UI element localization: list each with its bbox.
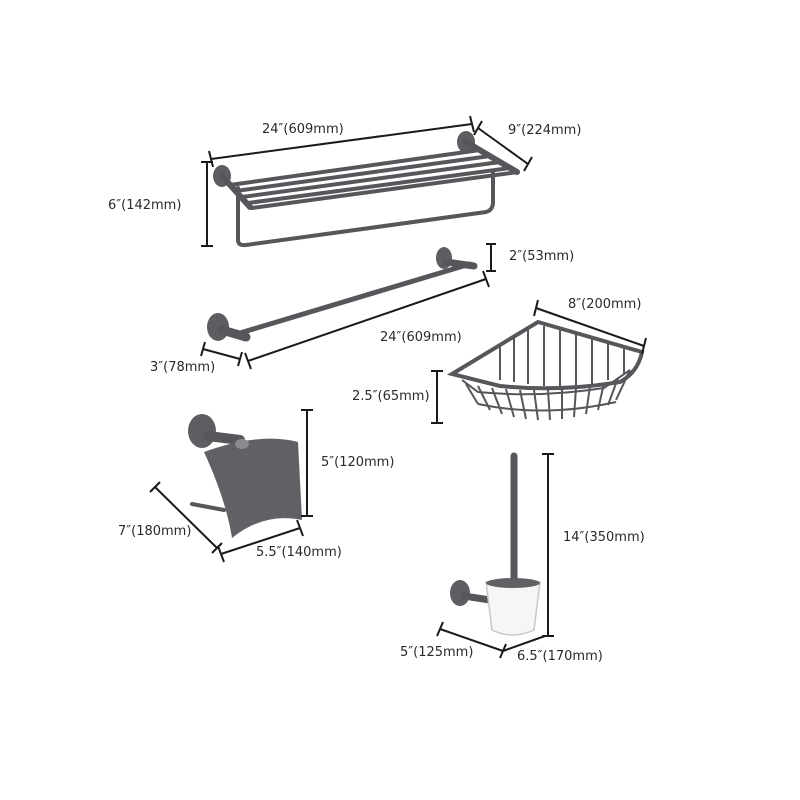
- toilet-brush-cup-ring: [486, 578, 540, 588]
- dimension-tick: [237, 351, 243, 367]
- toilet-brush-cup: [485, 581, 541, 636]
- dimension-line: [502, 635, 546, 652]
- towel-bar-height-label: 2″(53mm): [509, 249, 574, 264]
- paper-holder-cover-logo: [235, 439, 249, 449]
- toilet-brush-arm: [460, 592, 494, 604]
- towel-rack-rail: [228, 148, 482, 187]
- towel-rack-dimensions: [201, 115, 533, 247]
- dimension-tick: [149, 481, 161, 493]
- dimension-line: [247, 278, 487, 362]
- dimension-line: [154, 486, 218, 549]
- corner-basket-mid-rim: [461, 369, 631, 396]
- dimension-tick: [211, 542, 223, 554]
- towel-bar-left-arm: [217, 325, 251, 342]
- dimension-tick: [208, 150, 214, 168]
- dimension-tick: [641, 337, 647, 355]
- dimension-line: [220, 527, 301, 555]
- towel-bar-rod: [237, 261, 473, 336]
- dimension-tick: [296, 519, 304, 537]
- toilet-brush-width-label: 6.5″(170mm): [517, 649, 603, 664]
- dimension-line: [477, 127, 529, 165]
- toilet-brush-dimensions: [436, 453, 554, 659]
- towel-bar-product: [207, 247, 478, 342]
- corner-basket-width-label: 8″(200mm): [568, 297, 641, 312]
- dimension-tick: [482, 270, 490, 288]
- dimension-tick: [244, 352, 252, 370]
- corner-basket-bottom: [477, 401, 617, 412]
- dimension-tick: [473, 120, 483, 136]
- dimension-tick: [533, 299, 539, 317]
- paper-holder-height-label: 5″(120mm): [321, 455, 394, 470]
- towel-rack-depth-label: 9″(224mm): [508, 123, 581, 138]
- dimension-line: [202, 348, 241, 360]
- towel-bar-width-label: 24″(609mm): [380, 330, 462, 345]
- dimension-line: [439, 628, 504, 652]
- corner-basket-rim: [446, 319, 645, 391]
- paper-holder-width-label: 5.5″(140mm): [256, 545, 342, 560]
- paper-holder-depth-label: 7″(180mm): [118, 524, 191, 539]
- dimension-line: [535, 307, 645, 347]
- paper-holder-arm: [203, 431, 245, 445]
- corner-basket-product: [446, 319, 645, 421]
- towel-bar-dimensions: [200, 243, 496, 370]
- dimension-tick: [217, 545, 225, 563]
- towel-rack-width-label: 24″(609mm): [262, 122, 344, 137]
- dimension-tick: [469, 115, 475, 133]
- dimension-line: [210, 123, 473, 160]
- paper-holder-bar: [190, 502, 226, 512]
- corner-basket-wires: [465, 326, 631, 421]
- paper-holder-cover: [204, 438, 302, 538]
- toilet-brush-product: [450, 452, 541, 636]
- dimension-tick: [200, 341, 206, 357]
- towel-rack-lower-bar: [236, 170, 495, 248]
- paper-holder-mount: [188, 414, 216, 448]
- towel-rack-product: [213, 131, 520, 248]
- dimension-tick: [523, 156, 533, 172]
- paper-holder-dimensions: [149, 409, 313, 563]
- toilet-brush-depth-label: 5″(125mm): [400, 645, 473, 660]
- towel-rack-rail: [234, 154, 492, 193]
- towel-bar-projection-label: 3″(78mm): [150, 360, 215, 375]
- towel-rack-rail: [246, 166, 512, 205]
- towel-rack-rail: [250, 170, 520, 210]
- towel-rack-rail: [240, 160, 502, 199]
- towel-rack-height-label: 6″(142mm): [108, 198, 181, 213]
- toilet-brush-height-label: 14″(350mm): [563, 530, 645, 545]
- corner-basket-height-label: 2.5″(65mm): [352, 389, 430, 404]
- dimension-tick: [436, 621, 444, 637]
- corner-basket-dimensions: [431, 299, 647, 424]
- paper-holder-product: [188, 414, 302, 538]
